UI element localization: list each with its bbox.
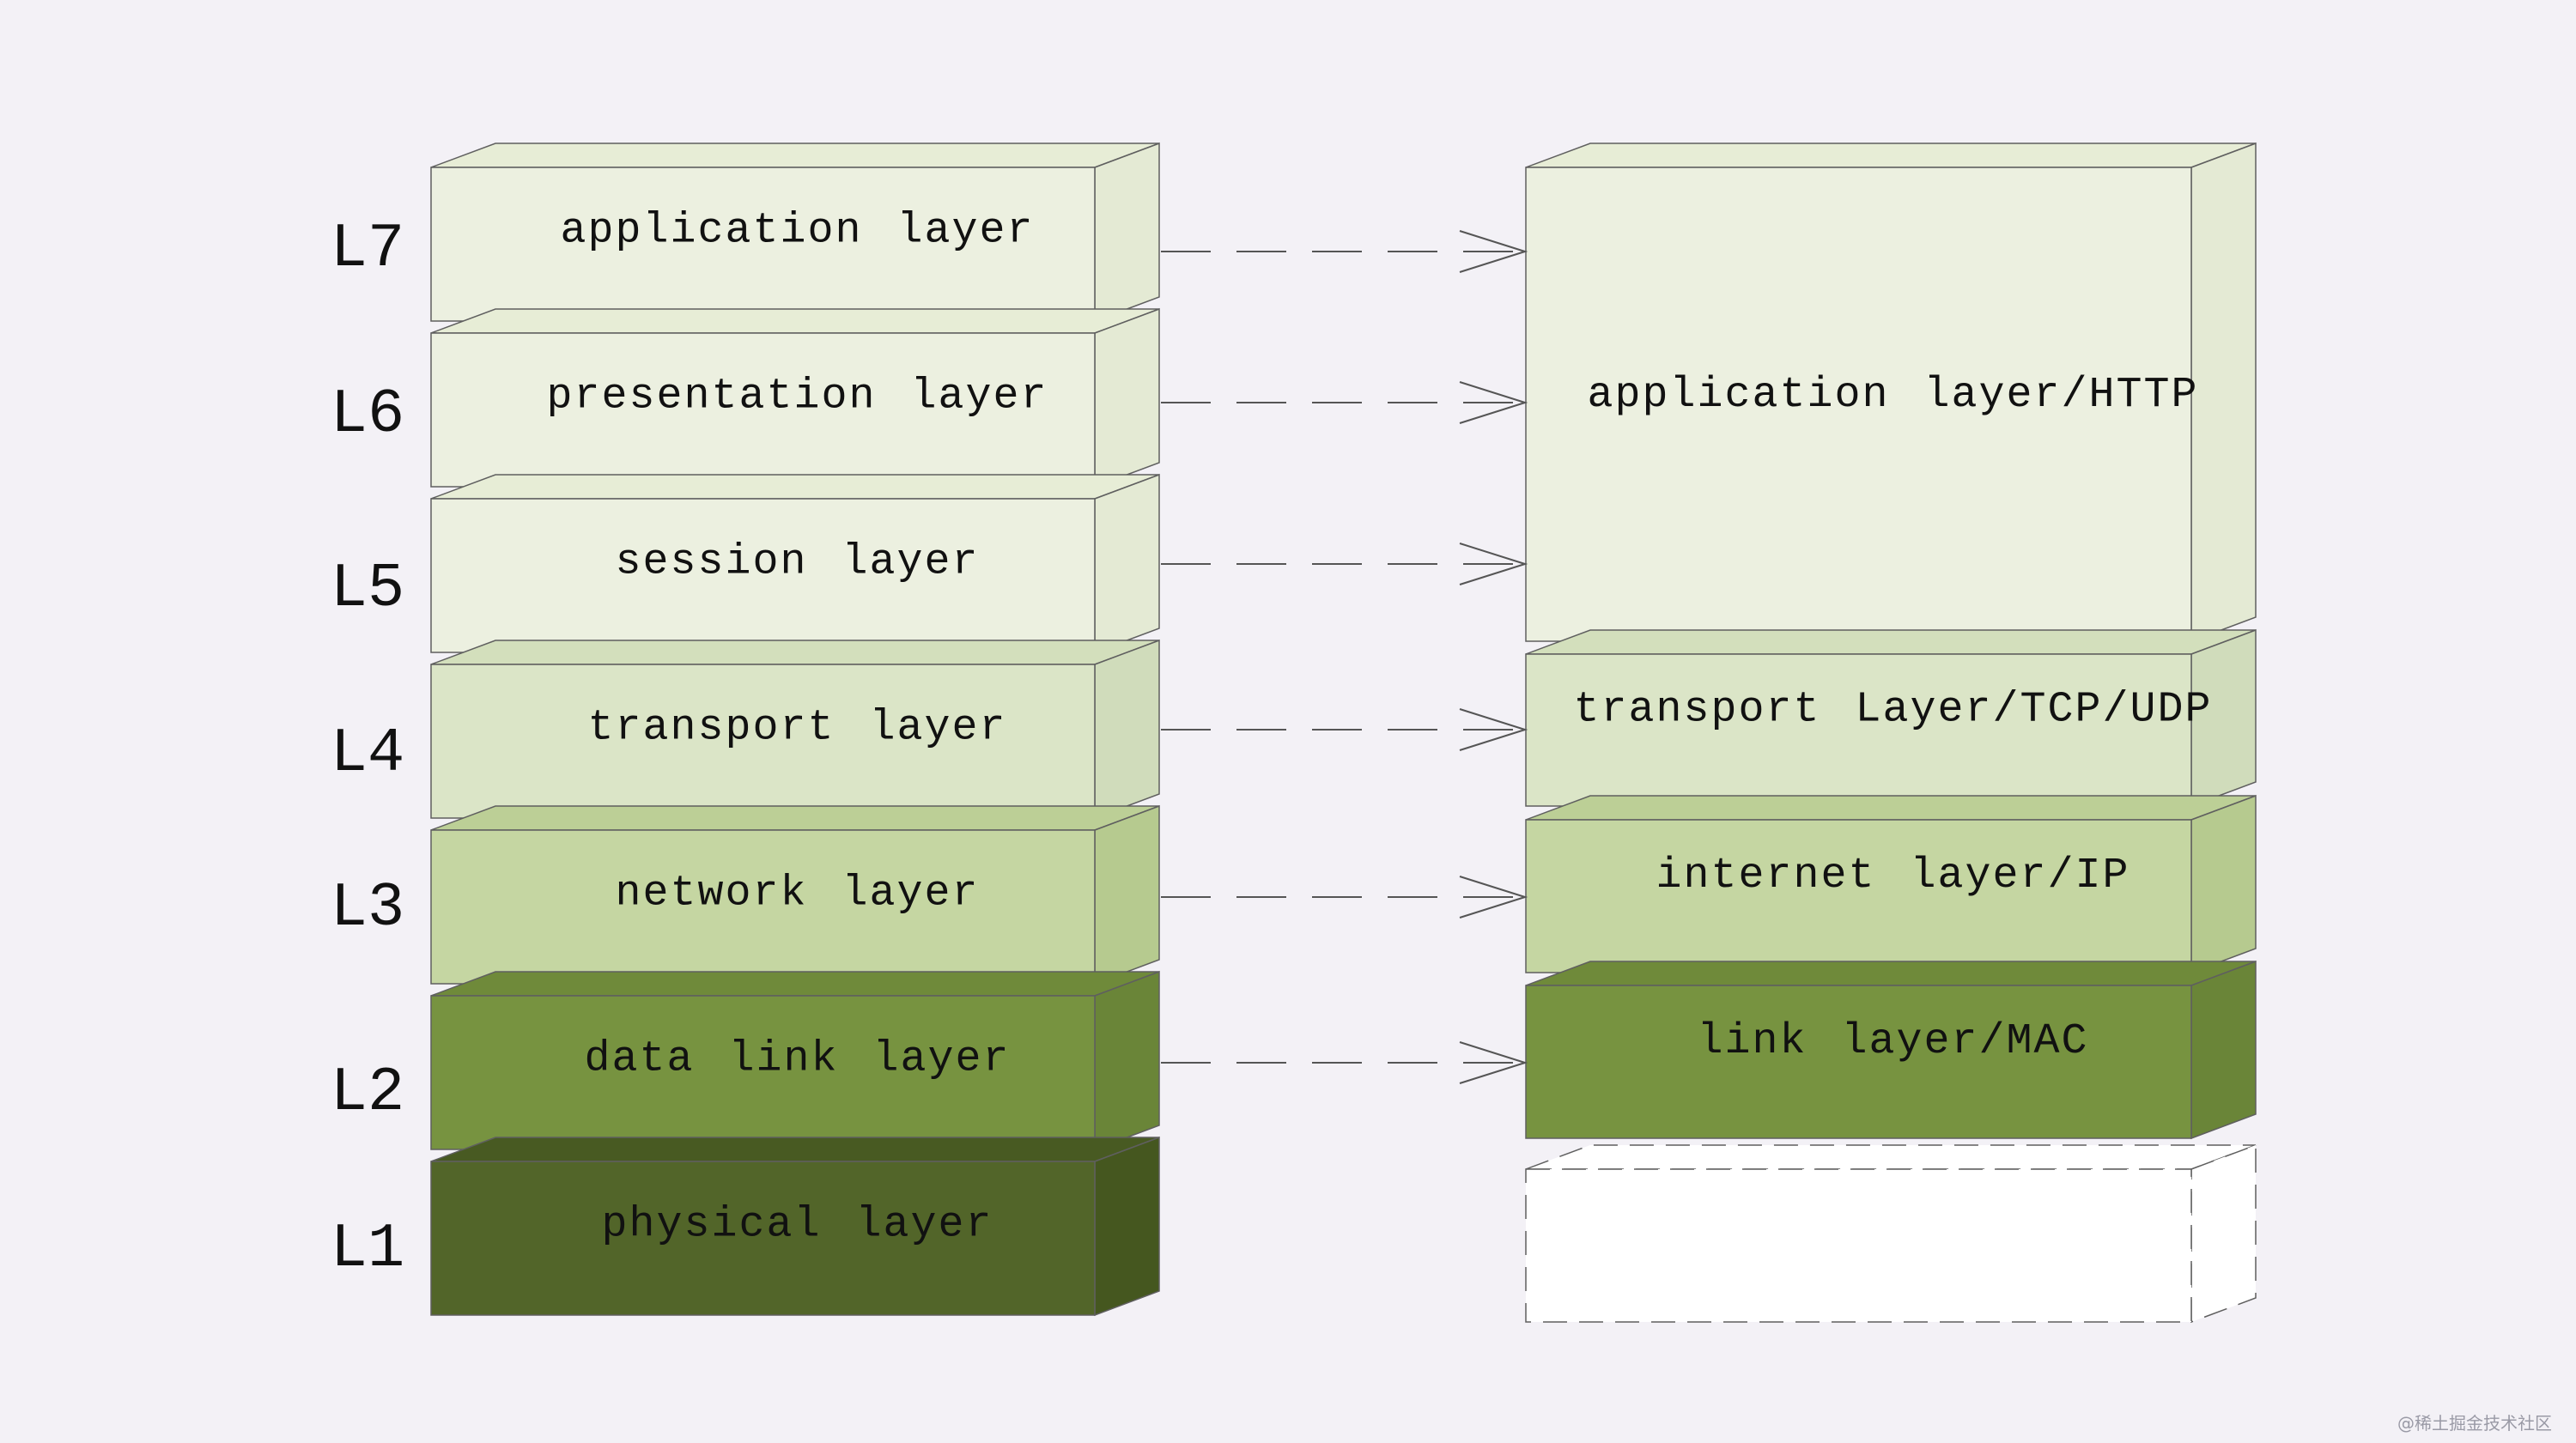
box-front-face — [430, 664, 1096, 819]
box-front-face — [430, 1161, 1096, 1316]
box-front-face — [430, 498, 1096, 653]
arrow-head — [1459, 708, 1528, 751]
box-side-face — [1094, 804, 1160, 985]
tcpip-layer-4 — [1525, 1143, 2257, 1324]
box-side-face — [1094, 142, 1160, 323]
mapping-arrow — [1161, 876, 1528, 919]
tcpip-layer-name: application layer/HTTP — [1587, 371, 2198, 420]
osi-layer-name: network layer — [615, 870, 979, 919]
box-top-face — [430, 1137, 1160, 1162]
osi-layer-name: physical layer — [601, 1201, 993, 1250]
tcpip-layer-name: link layer/MAC — [1697, 1017, 2088, 1066]
osi-level-label: L3 — [331, 873, 404, 943]
mapping-arrow — [1161, 543, 1528, 585]
box-front-face — [1525, 819, 2192, 973]
box-top-face — [430, 971, 1160, 997]
box-front-face — [1525, 985, 2192, 1139]
osi-layer-name: data link layer — [584, 1035, 1010, 1084]
osi-layer-l4: transport layer — [430, 639, 1160, 820]
box-top-face — [430, 308, 1160, 334]
box-top-face — [430, 640, 1160, 665]
osi-layer-l7: application layer — [430, 142, 1160, 323]
osi-layer-name: transport layer — [587, 704, 1006, 753]
box-front-face — [1525, 1168, 2192, 1323]
arrow-head — [1459, 543, 1528, 585]
tcpip-layer-name: internet layer/IP — [1656, 852, 2129, 900]
tcpip-layer-3: link layer/MAC — [1525, 960, 2257, 1140]
osi-layer-l1: physical layer — [430, 1136, 1160, 1317]
osi-layer-l5: session layer — [430, 473, 1160, 654]
box-side-face — [2190, 1143, 2257, 1324]
box-front-face — [430, 332, 1096, 488]
box-top-face — [1525, 961, 2257, 986]
mapping-arrow — [1161, 1041, 1528, 1084]
box-top-face — [430, 474, 1160, 500]
box-side-face — [2190, 142, 2257, 643]
box-side-face — [1094, 473, 1160, 654]
box-front-face — [430, 167, 1096, 322]
mapping-arrow — [1161, 708, 1528, 751]
arrow-head — [1459, 876, 1528, 919]
mapping-arrow — [1161, 381, 1528, 424]
osi-level-label: L7 — [331, 214, 404, 284]
tcpip-layer-name: transport Layer/TCP/UDP — [1573, 686, 2212, 735]
osi-layer-name: presentation layer — [546, 373, 1048, 421]
box-side-face — [1094, 639, 1160, 820]
arrow-head — [1459, 1041, 1528, 1084]
osi-level-label: L4 — [331, 718, 404, 789]
box-top-face — [1525, 795, 2257, 821]
osi-layer-name: session layer — [615, 538, 979, 587]
osi-level-label: L1 — [331, 1214, 404, 1284]
osi-level-label: L2 — [331, 1058, 404, 1128]
box-top-face — [1525, 629, 2257, 655]
box-side-face — [2190, 794, 2257, 974]
arrow-head — [1459, 381, 1528, 424]
osi-level-label: L5 — [331, 554, 404, 624]
box-side-face — [1094, 970, 1160, 1151]
box-front-face — [1525, 167, 2192, 642]
mapping-arrow — [1161, 230, 1528, 273]
tcpip-layer-0: application layer/HTTP — [1525, 142, 2257, 643]
box-side-face — [1094, 1136, 1160, 1317]
osi-level-label: L6 — [331, 379, 404, 450]
box-top-face — [1525, 142, 2257, 168]
box-front-face — [430, 829, 1096, 985]
box-top-face — [430, 805, 1160, 831]
box-side-face — [1094, 307, 1160, 488]
box-top-face — [430, 142, 1160, 168]
osi-layer-l3: network layer — [430, 804, 1160, 985]
box-front-face — [430, 995, 1096, 1150]
tcpip-layer-2: internet layer/IP — [1525, 794, 2257, 974]
box-front-face — [1525, 653, 2192, 807]
box-side-face — [2190, 960, 2257, 1140]
tcpip-layer-1: transport Layer/TCP/UDP — [1525, 628, 2257, 808]
osi-layer-l2: data link layer — [430, 970, 1160, 1151]
watermark: @稀土掘金技术社区 — [2397, 1413, 2552, 1434]
osi-layer-l6: presentation layer — [430, 307, 1160, 488]
box-top-face — [1525, 1144, 2257, 1170]
arrow-head — [1459, 230, 1528, 273]
osi-layer-name: application layer — [560, 207, 1034, 256]
